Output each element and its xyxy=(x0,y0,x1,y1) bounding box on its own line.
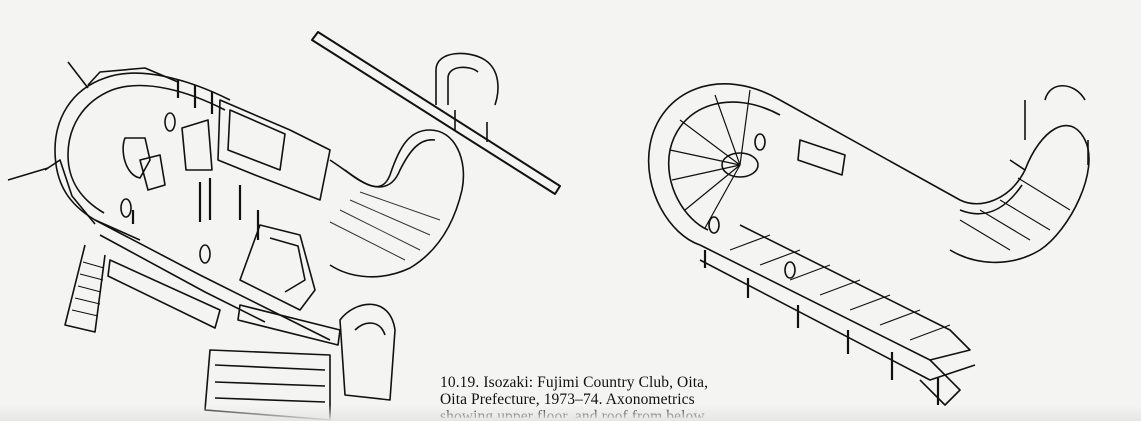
axonometric-roof-from-below-drawing xyxy=(647,83,1090,406)
caption-line-2: Oita Prefecture, 1973–74. Axonometrics xyxy=(440,391,695,408)
caption-line-1: 10.19. Isozaki: Fujimi Country Club, Oit… xyxy=(440,374,709,391)
axonometric-upper-floor-drawing xyxy=(7,31,561,421)
figure-caption: 10.19. Isozaki: Fujimi Country Club, Oit… xyxy=(440,374,768,418)
caption-line-3: showing upper floor, and roof from below… xyxy=(440,408,708,418)
